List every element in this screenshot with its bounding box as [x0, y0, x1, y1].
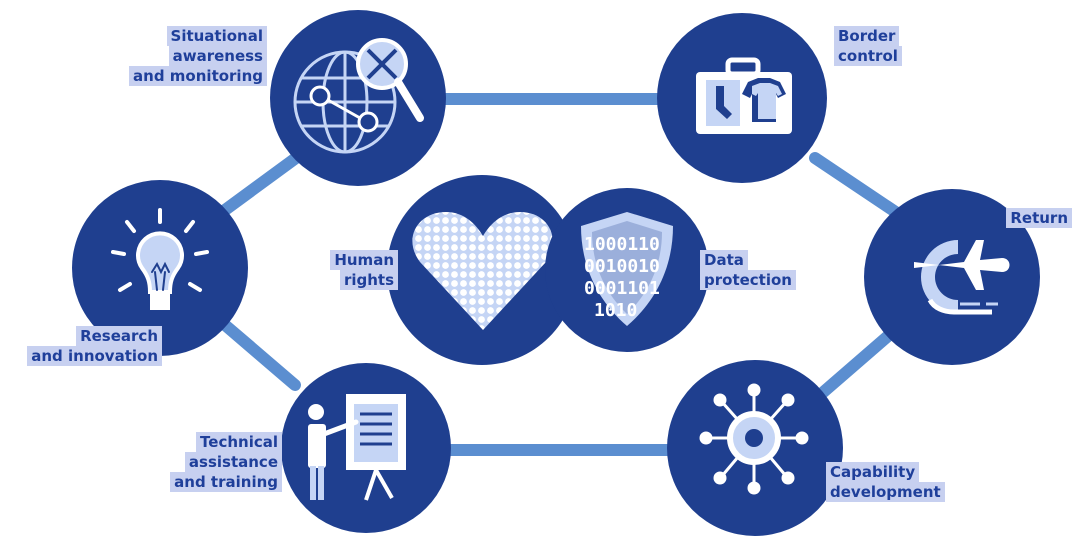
binary-row: 1000110	[584, 234, 660, 255]
label-line: awareness	[168, 46, 267, 66]
globe-magnifier-icon	[293, 38, 424, 154]
airplane-icon	[914, 240, 1010, 315]
label-line: Situational	[166, 26, 267, 46]
label-border-control: Border control	[834, 26, 902, 66]
lightbulb-icon	[111, 208, 209, 310]
label-technical-assistance: Technical assistance and training	[170, 432, 282, 492]
node-capability-development	[667, 360, 843, 536]
binary-row: 0010010	[584, 256, 660, 277]
suitcase-icon	[696, 57, 792, 134]
label-line: development	[826, 482, 945, 502]
label-line: Capability	[826, 462, 920, 482]
link-return-capability	[814, 324, 901, 401]
label-situational-awareness: Situational awareness and monitoring	[129, 26, 267, 86]
label-line: assistance	[184, 452, 282, 472]
node-data-protection: 1000110 0010010 0001101 1010	[545, 188, 709, 352]
node-border-control	[657, 13, 827, 183]
label-line: and monitoring	[129, 66, 267, 86]
label-line: Return	[1006, 208, 1072, 228]
link-technical-research	[219, 319, 301, 391]
node-circle	[864, 189, 1040, 365]
node-technical-assistance	[281, 363, 451, 533]
label-line: Technical	[196, 432, 282, 452]
label-data-protection: Data protection	[700, 250, 796, 290]
label-line: Human	[330, 250, 398, 270]
node-situational-awareness	[270, 10, 446, 186]
binary-row: 1010	[594, 300, 637, 321]
label-line: and innovation	[27, 346, 162, 366]
label-human-rights: Human rights	[330, 250, 398, 290]
link-research-situational	[219, 149, 306, 216]
connector-lines	[219, 93, 906, 456]
label-line: and training	[170, 472, 282, 492]
label-line: control	[834, 46, 902, 66]
link-border-return	[809, 152, 906, 221]
label-line: Data	[700, 250, 748, 270]
shield-binary-icon: 1000110 0010010 0001101 1010	[581, 212, 673, 326]
label-capability-development: Capability development	[826, 462, 945, 502]
presentation-board-icon	[308, 394, 406, 501]
node-human-rights	[387, 175, 577, 365]
label-line: protection	[700, 270, 796, 290]
label-line: Research	[76, 326, 162, 346]
label-line: Border	[834, 26, 900, 46]
binary-row: 0001101	[584, 278, 660, 299]
node-research-innovation	[72, 180, 248, 356]
label-line: rights	[339, 270, 398, 290]
heart-icon	[412, 212, 553, 330]
label-return: Return	[1006, 208, 1072, 228]
gear-network-icon	[699, 383, 809, 495]
node-return	[864, 189, 1040, 365]
label-research-innovation: Research and innovation	[27, 326, 162, 366]
